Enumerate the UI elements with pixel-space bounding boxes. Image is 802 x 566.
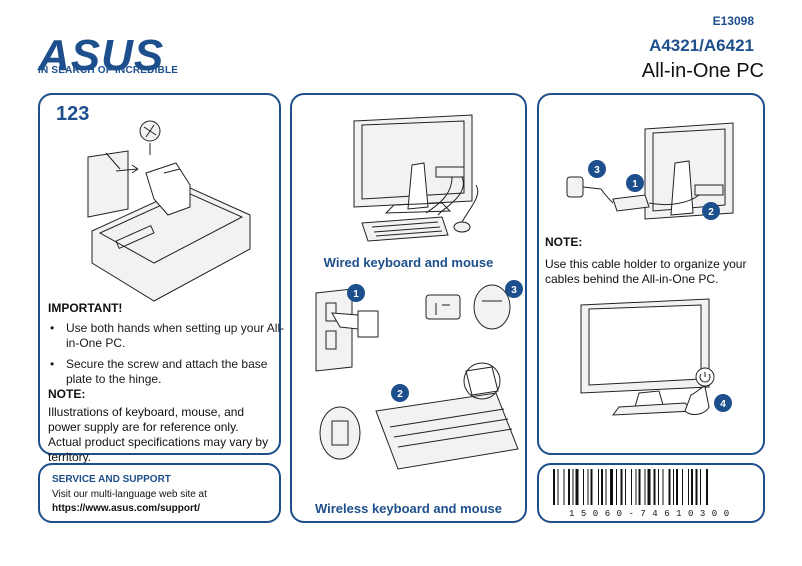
step-badge: 3 bbox=[588, 160, 606, 178]
svg-text:1: 1 bbox=[353, 289, 359, 300]
barcode-bar bbox=[590, 469, 593, 505]
barcode-bar bbox=[668, 469, 671, 505]
svg-text:1: 1 bbox=[632, 179, 638, 190]
barcode-bar bbox=[620, 469, 623, 505]
wireless-setup-illustration: 1 3 2 bbox=[315, 280, 523, 470]
step-badge: 2 bbox=[702, 202, 720, 220]
barcode-bar bbox=[706, 469, 708, 505]
barcode-bar bbox=[688, 469, 689, 505]
barcode-panel: 15060-74610300 bbox=[537, 463, 765, 523]
power-button-illustration: 4 bbox=[580, 298, 732, 416]
barcode-bar bbox=[695, 469, 698, 505]
barcode-bar bbox=[682, 469, 683, 505]
note-heading: NOTE: bbox=[545, 235, 583, 249]
barcode-bar bbox=[644, 469, 646, 505]
important-list: Use both hands when setting up your All-… bbox=[48, 321, 291, 393]
barcode-bar bbox=[563, 469, 565, 505]
important-heading: IMPORTANT! bbox=[48, 301, 123, 315]
barcode-bar bbox=[625, 469, 626, 505]
barcode-bar bbox=[605, 469, 607, 505]
note-text: Illustrations of keyboard, mouse, and po… bbox=[48, 405, 269, 464]
product-name: All-in-One PC bbox=[641, 60, 764, 82]
barcode-bar bbox=[673, 469, 674, 505]
support-text: Visit our multi-language web site at bbox=[52, 489, 207, 500]
barcode-bar bbox=[598, 469, 599, 505]
step-badge: 1 bbox=[626, 174, 644, 192]
barcode-bar bbox=[631, 469, 632, 505]
barcode-bar bbox=[658, 469, 659, 505]
wired-caption: Wired keyboard and mouse bbox=[323, 255, 494, 270]
barcode-bar bbox=[583, 469, 584, 505]
svg-text:3: 3 bbox=[511, 285, 517, 296]
document-code: E13098 bbox=[712, 14, 754, 28]
svg-text:4: 4 bbox=[720, 399, 726, 410]
brand-wordmark: ASUS bbox=[38, 31, 165, 80]
wireless-caption: Wireless keyboard and mouse bbox=[314, 501, 502, 516]
barcode-bar bbox=[610, 469, 613, 505]
barcode-bars bbox=[553, 469, 708, 505]
step-badge: 3 bbox=[505, 280, 523, 298]
barcode-bar bbox=[635, 469, 637, 505]
power-panel: 3 1 2 NOTE: Use this cable holder to org… bbox=[537, 93, 765, 455]
barcode-bar bbox=[662, 469, 664, 505]
brand-tagline: IN SEARCH OF INCREDIBLE bbox=[38, 65, 179, 76]
setup-panel: 123 IMPORTANT! Use both hands when setti… bbox=[38, 93, 284, 464]
svg-text:2: 2 bbox=[708, 207, 714, 218]
brand-logo: ASUS bbox=[38, 34, 164, 78]
support-panel: SERVICE AND SUPPORT Visit our multi-lang… bbox=[38, 463, 281, 523]
keyboard-mouse-panel: Wired keyboard and mouse 1 3 2 bbox=[290, 93, 527, 523]
barcode-bar bbox=[553, 469, 555, 505]
barcode-bar bbox=[653, 469, 656, 505]
step-number: 123 bbox=[56, 103, 90, 125]
support-heading: SERVICE AND SUPPORT bbox=[52, 474, 171, 485]
barcode-bar bbox=[601, 469, 603, 505]
barcode-bar bbox=[676, 469, 678, 505]
barcode-bar bbox=[616, 469, 617, 505]
step-badge: 4 bbox=[714, 394, 732, 412]
barcode-bar bbox=[700, 469, 701, 505]
barcode-bar bbox=[691, 469, 693, 505]
barcode-bar bbox=[638, 469, 641, 505]
important-item: Secure the screw and attach the base pla… bbox=[50, 357, 291, 387]
step-badge: 1 bbox=[347, 284, 365, 302]
barcode-bar bbox=[572, 469, 574, 505]
barcode-number: 15060-74610300 bbox=[569, 509, 736, 519]
note-text: Use this cable holder to organize your c… bbox=[545, 257, 747, 286]
important-item: Use both hands when setting up your All-… bbox=[50, 321, 291, 351]
barcode-bar bbox=[647, 469, 651, 505]
wired-setup-illustration bbox=[353, 114, 479, 242]
step-badge: 2 bbox=[391, 384, 409, 402]
monitor-stand-illustration bbox=[87, 120, 251, 302]
note-heading: NOTE: bbox=[48, 387, 86, 401]
power-connection-illustration: 3 1 2 bbox=[566, 122, 734, 220]
svg-text:3: 3 bbox=[594, 165, 600, 176]
barcode-bar bbox=[568, 469, 570, 505]
support-url-link[interactable]: https://www.asus.com/support/ bbox=[52, 503, 200, 514]
svg-text:2: 2 bbox=[397, 389, 403, 400]
model-number: A4321/A6421 bbox=[649, 36, 754, 55]
barcode-bar bbox=[587, 469, 589, 505]
barcode-bar bbox=[557, 469, 559, 505]
barcode-bar bbox=[575, 469, 579, 505]
